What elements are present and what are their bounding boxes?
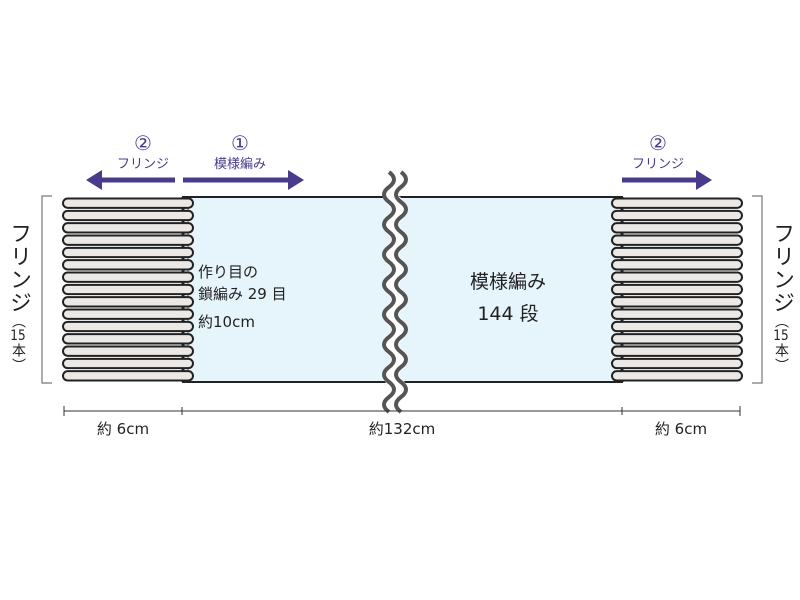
start-width-label: 約10cm: [198, 313, 255, 331]
left-fringe-arrow: [86, 170, 175, 190]
paren-open: （: [10, 314, 26, 329]
fringe-loop: [611, 209, 743, 222]
fringe-label: フリンジ: [769, 222, 794, 314]
fringe-loop: [611, 333, 743, 345]
fringe-loop: [62, 246, 194, 259]
fringe-loop: [611, 308, 743, 320]
fringe-loop: [62, 271, 194, 283]
fringe-loop: [611, 357, 743, 370]
start-chain-label-line2: 鎖編み 29 目: [198, 285, 287, 303]
fringe-loop: [62, 333, 194, 345]
right-bracket: [752, 195, 763, 384]
right-fringe-length: 約 6cm: [655, 420, 707, 438]
fringe-loop: [62, 308, 194, 320]
paren-close: ）: [773, 358, 789, 373]
pattern-step-label: 模様編み: [214, 156, 266, 172]
fringe-label: フリンジ: [6, 222, 31, 314]
start-chain-label-line1: 作り目の: [198, 263, 258, 281]
fringe-loop: [611, 271, 743, 283]
fringe-loop: [62, 296, 194, 308]
fringe-loop: [611, 259, 743, 271]
fringe-loop: [62, 345, 194, 357]
fringe-loop: [62, 209, 194, 222]
left-fringe-step-label: フリンジ: [117, 157, 169, 172]
fringe-loop: [611, 234, 743, 246]
fringe-loop: [62, 370, 194, 382]
fringe-loop: [611, 370, 743, 382]
fringe-loop: [611, 296, 743, 308]
fringe-loop: [62, 320, 194, 333]
left-fringe-length: 約 6cm: [97, 420, 149, 438]
fringe-count: 15: [10, 329, 26, 343]
fringe-loop: [62, 259, 194, 271]
fringe-loop: [611, 345, 743, 357]
fringe-unit: 本: [10, 343, 26, 358]
fringe-count: 15: [773, 329, 789, 343]
left-fringe: [62, 197, 194, 382]
right-fringe-side-label: フリンジ（15本）: [769, 222, 794, 373]
left-fringe-step-number: ②: [134, 131, 152, 155]
fringe-loop: [611, 197, 743, 209]
dimension-line: [63, 406, 741, 416]
fringe-loop: [62, 283, 194, 296]
right-fringe-arrow: [622, 170, 712, 190]
fringe-loop: [62, 222, 194, 234]
right-fringe: [611, 197, 743, 382]
fringe-loop: [62, 197, 194, 209]
right-fringe-step-label: フリンジ: [632, 157, 684, 172]
pattern-arrow: [183, 170, 304, 190]
fringe-loop: [611, 283, 743, 296]
paren-open: （: [773, 314, 789, 329]
row-count: 144 段: [477, 303, 538, 325]
paren-close: ）: [10, 358, 26, 373]
fringe-unit: 本: [773, 343, 789, 358]
fringe-loop: [611, 320, 743, 333]
pattern-step-number: ①: [231, 131, 249, 155]
left-fringe-side-label: フリンジ（15本）: [6, 222, 31, 373]
right-fringe-step-number: ②: [649, 131, 667, 155]
pattern-title: 模様編み: [470, 271, 546, 293]
fringe-loop: [611, 222, 743, 234]
fringe-loop: [611, 246, 743, 259]
fringe-loop: [62, 234, 194, 246]
fringe-loop: [62, 357, 194, 370]
break-mark: [382, 166, 408, 418]
body-length: 約132cm: [369, 420, 436, 438]
left-bracket: [41, 195, 52, 384]
